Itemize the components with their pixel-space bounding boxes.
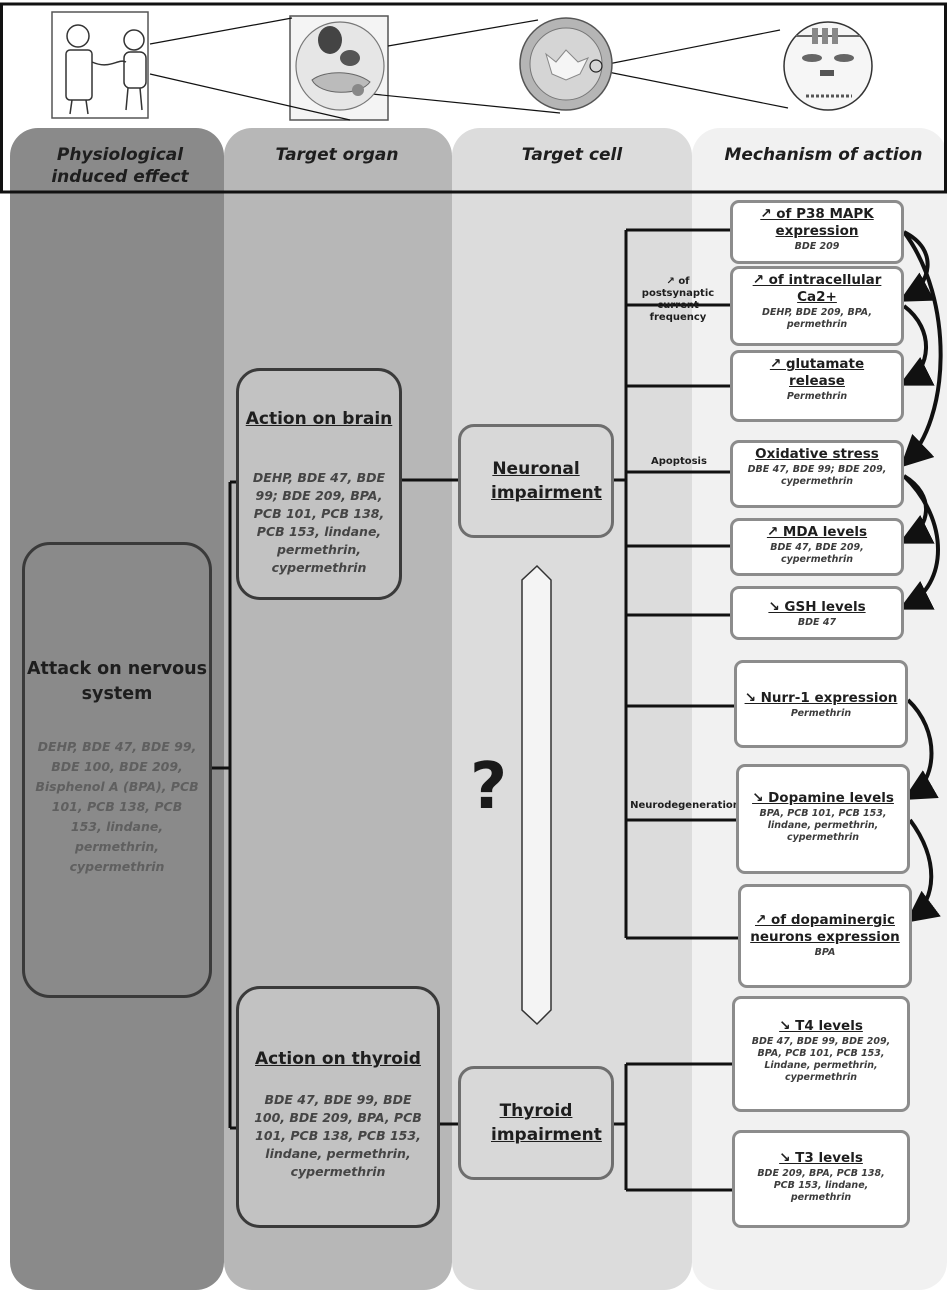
question-mark: ? [470,750,508,824]
mechanism-t3-levels: ↘ T3 levels BDE 209, BPA, PCB 138, PCB 1… [732,1130,910,1228]
mechanism-dopaminergic-neurons: ↗ of dopaminergic neurons expression BPA [738,884,912,988]
mechanism-glutamate-release: ↗ glutamate release Permethrin [730,350,904,422]
thyroid-compounds: BDE 47, BDE 99, BDE 100, BDE 209, BPA, P… [254,1092,422,1179]
mechanism-intracellular-ca: ↗ of intracellular Ca2+ DEHP, BDE 209, B… [730,266,904,346]
mechanism-dopamine-levels: ↘ Dopamine levels BPA, PCB 101, PCB 153,… [736,764,910,874]
label-postsynaptic: ↗ of postsynaptic current frequency [641,276,715,323]
mechanism-gsh-levels: ↘ GSH levels BDE 47 [730,586,904,640]
header-mechanism: Mechanism of action [724,145,923,165]
brain-action-box: Action on brain DEHP, BDE 47, BDE 99; BD… [236,368,402,600]
mechanism-t4-levels: ↘ T4 levels BDE 47, BDE 99, BDE 209, BPA… [732,996,910,1112]
brain-title: Action on brain [245,409,393,429]
thyroid-impairment-box: Thyroid impairment [458,1066,614,1180]
header-target-cell: Target cell [521,145,623,165]
attack-nervous-system-box: Attack on nervous system DEHP, BDE 47, B… [22,542,212,998]
label-neurodegeneration: Neurodegeneration [630,800,740,811]
neuronal-title: Neuronal impairment [491,459,602,503]
thyroid-imp-title: Thyroid impairment [491,1101,602,1145]
attack-title: Attack on nervous system [26,659,208,704]
brain-compounds: DEHP, BDE 47, BDE 99; BDE 209, BPA, PCB … [252,470,386,575]
neuronal-impairment-box: Neuronal impairment [458,424,614,538]
label-apoptosis: Apoptosis [651,456,707,467]
header-physiological: Physiological induced effect [51,145,189,187]
header-target-organ: Target organ [275,145,399,165]
mechanism-nurr1-expression: ↘ Nurr-1 expression Permethrin [734,660,908,748]
thyroid-action-box: Action on thyroid BDE 47, BDE 99, BDE 10… [236,986,440,1228]
attack-compounds: DEHP, BDE 47, BDE 99, BDE 100, BDE 209, … [35,739,199,874]
mechanism-p38-mapk: ↗ of P38 MAPK expression BDE 209 [730,200,904,264]
mechanism-mda-levels: ↗ MDA levels BDE 47, BDE 209, cypermethr… [730,518,904,576]
mechanism-oxidative-stress: Oxidative stress DBE 47, BDE 99; BDE 209… [730,440,904,508]
thyroid-title: Action on thyroid [255,1049,421,1069]
